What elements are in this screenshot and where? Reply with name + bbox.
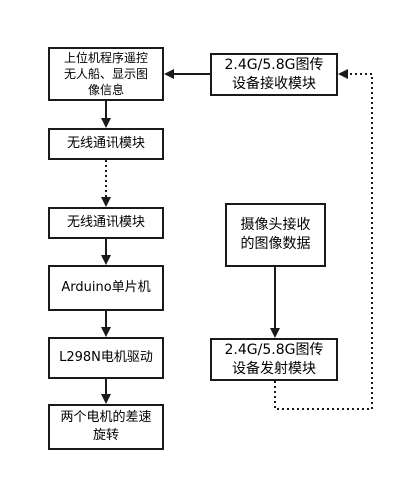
node-video-receiver-label: 2.4G/5.8G图传 设备接收模块 <box>224 56 324 92</box>
node-arduino: Arduino单片机 <box>48 265 164 311</box>
node-video-transmitter: 2.4G/5.8G图传 设备发射模块 <box>210 338 338 381</box>
node-motors-label: 两个电机的差速 旋转 <box>60 410 152 443</box>
node-wireless-module-2: 无线通讯模块 <box>48 207 164 239</box>
node-control-program-label: 上位机程序遥控 无人船、显示图 像信息 <box>63 50 148 98</box>
node-l298n-driver-label: L298N电机驱动 <box>59 350 153 366</box>
node-camera-data-label: 摄像头接收 的图像数据 <box>240 217 311 252</box>
node-video-receiver: 2.4G/5.8G图传 设备接收模块 <box>210 53 338 96</box>
node-motors: 两个电机的差速 旋转 <box>48 404 164 450</box>
node-control-program: 上位机程序遥控 无人船、显示图 像信息 <box>48 47 164 101</box>
node-wireless-module-1: 无线通讯模块 <box>48 128 164 160</box>
node-arduino-label: Arduino单片机 <box>61 280 151 296</box>
dotted-arrow-transmitter-to-receiver <box>274 69 373 410</box>
node-wireless-module-2-label: 无线通讯模块 <box>66 215 145 231</box>
node-l298n-driver: L298N电机驱动 <box>48 337 164 379</box>
node-video-transmitter-label: 2.4G/5.8G图传 设备发射模块 <box>224 341 324 377</box>
node-wireless-module-1-label: 无线通讯模块 <box>66 136 145 152</box>
node-camera-data: 摄像头接收 的图像数据 <box>225 203 326 267</box>
